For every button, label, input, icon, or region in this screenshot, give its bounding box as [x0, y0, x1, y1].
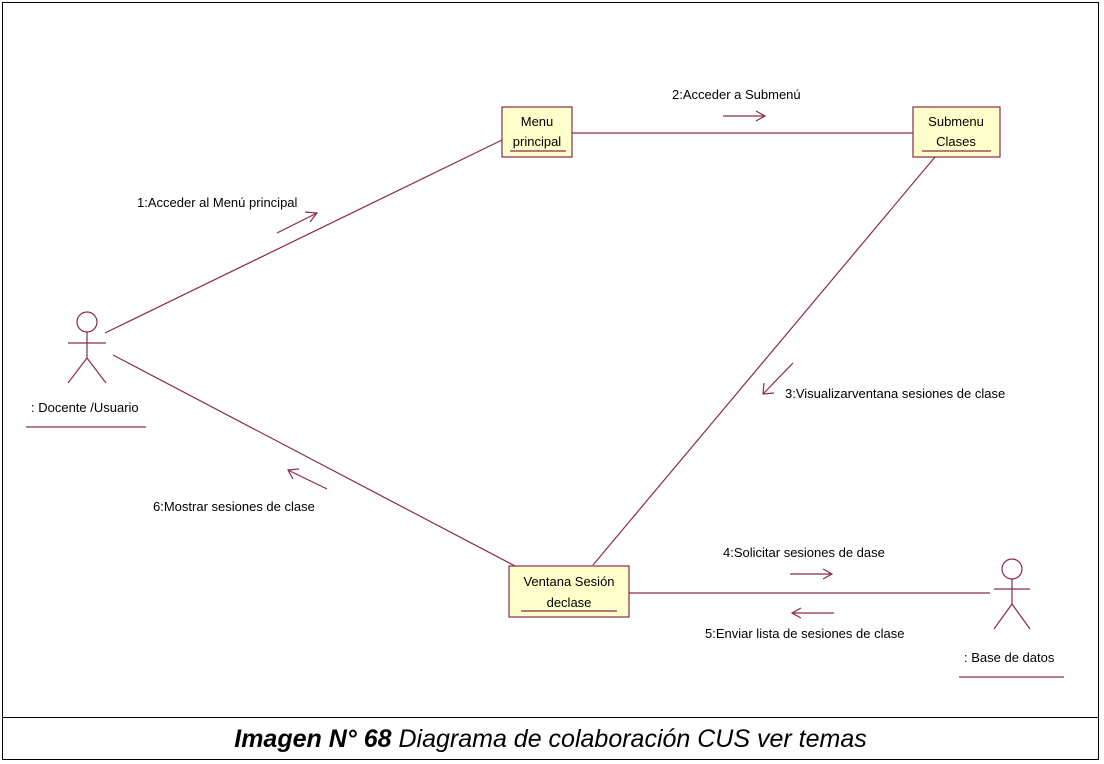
link-submenu-ventana	[592, 156, 936, 566]
caption-figure-number: Imagen N° 68	[234, 725, 392, 753]
link-docente-menu	[104, 139, 503, 334]
object-submenu-line1: Submenu	[928, 114, 984, 129]
message-2-label: 2:Acceder a Submenú	[672, 87, 801, 102]
figure-caption: Imagen N° 68 Diagrama de colaboración CU…	[2, 720, 1099, 758]
object-menu-line2: principal	[513, 134, 562, 149]
message-1-label: 1:Acceder al Menú principal	[137, 195, 298, 210]
object-submenu-line2: Clases	[936, 134, 976, 149]
message-6-arrow-icon	[287, 468, 328, 490]
object-ventana-sesion: Ventana Sesión declase	[508, 565, 630, 618]
caption-divider	[2, 717, 1099, 718]
object-ventana-line1: Ventana Sesión	[523, 574, 614, 589]
object-menu-principal: Menu principal	[501, 106, 573, 158]
actor-base-datos-label: : Base de datos	[964, 650, 1055, 665]
actor-docente-icon	[67, 311, 107, 384]
message-3-label: 3:Visualizarventana sesiones de clase	[785, 386, 1005, 401]
link-docente-ventana	[112, 354, 516, 567]
caption-text: Diagrama de colaboración CUS ver temas	[391, 725, 867, 753]
message-6-label: 6:Mostrar sesiones de clase	[153, 499, 315, 514]
actor-base-datos-icon	[993, 558, 1031, 630]
collaboration-diagram: Menu principal Submenu Clases Ventana Se…	[26, 87, 1064, 678]
actor-docente-label: : Docente /Usuario	[31, 400, 139, 415]
message-5-arrow-icon	[790, 607, 834, 619]
message-3-arrow-icon	[762, 362, 794, 395]
object-menu-line1: Menu	[521, 114, 554, 129]
message-4-arrow-icon	[790, 568, 834, 580]
object-ventana-line2: declase	[547, 595, 592, 610]
message-1-arrow-icon	[276, 211, 319, 234]
message-4-label: 4:Solicitar sesiones de dase	[723, 545, 885, 560]
message-2-arrow-icon	[723, 110, 767, 122]
object-submenu-clases: Submenu Clases	[912, 106, 1001, 158]
message-5-label: 5:Enviar lista de sesiones de clase	[705, 626, 904, 641]
